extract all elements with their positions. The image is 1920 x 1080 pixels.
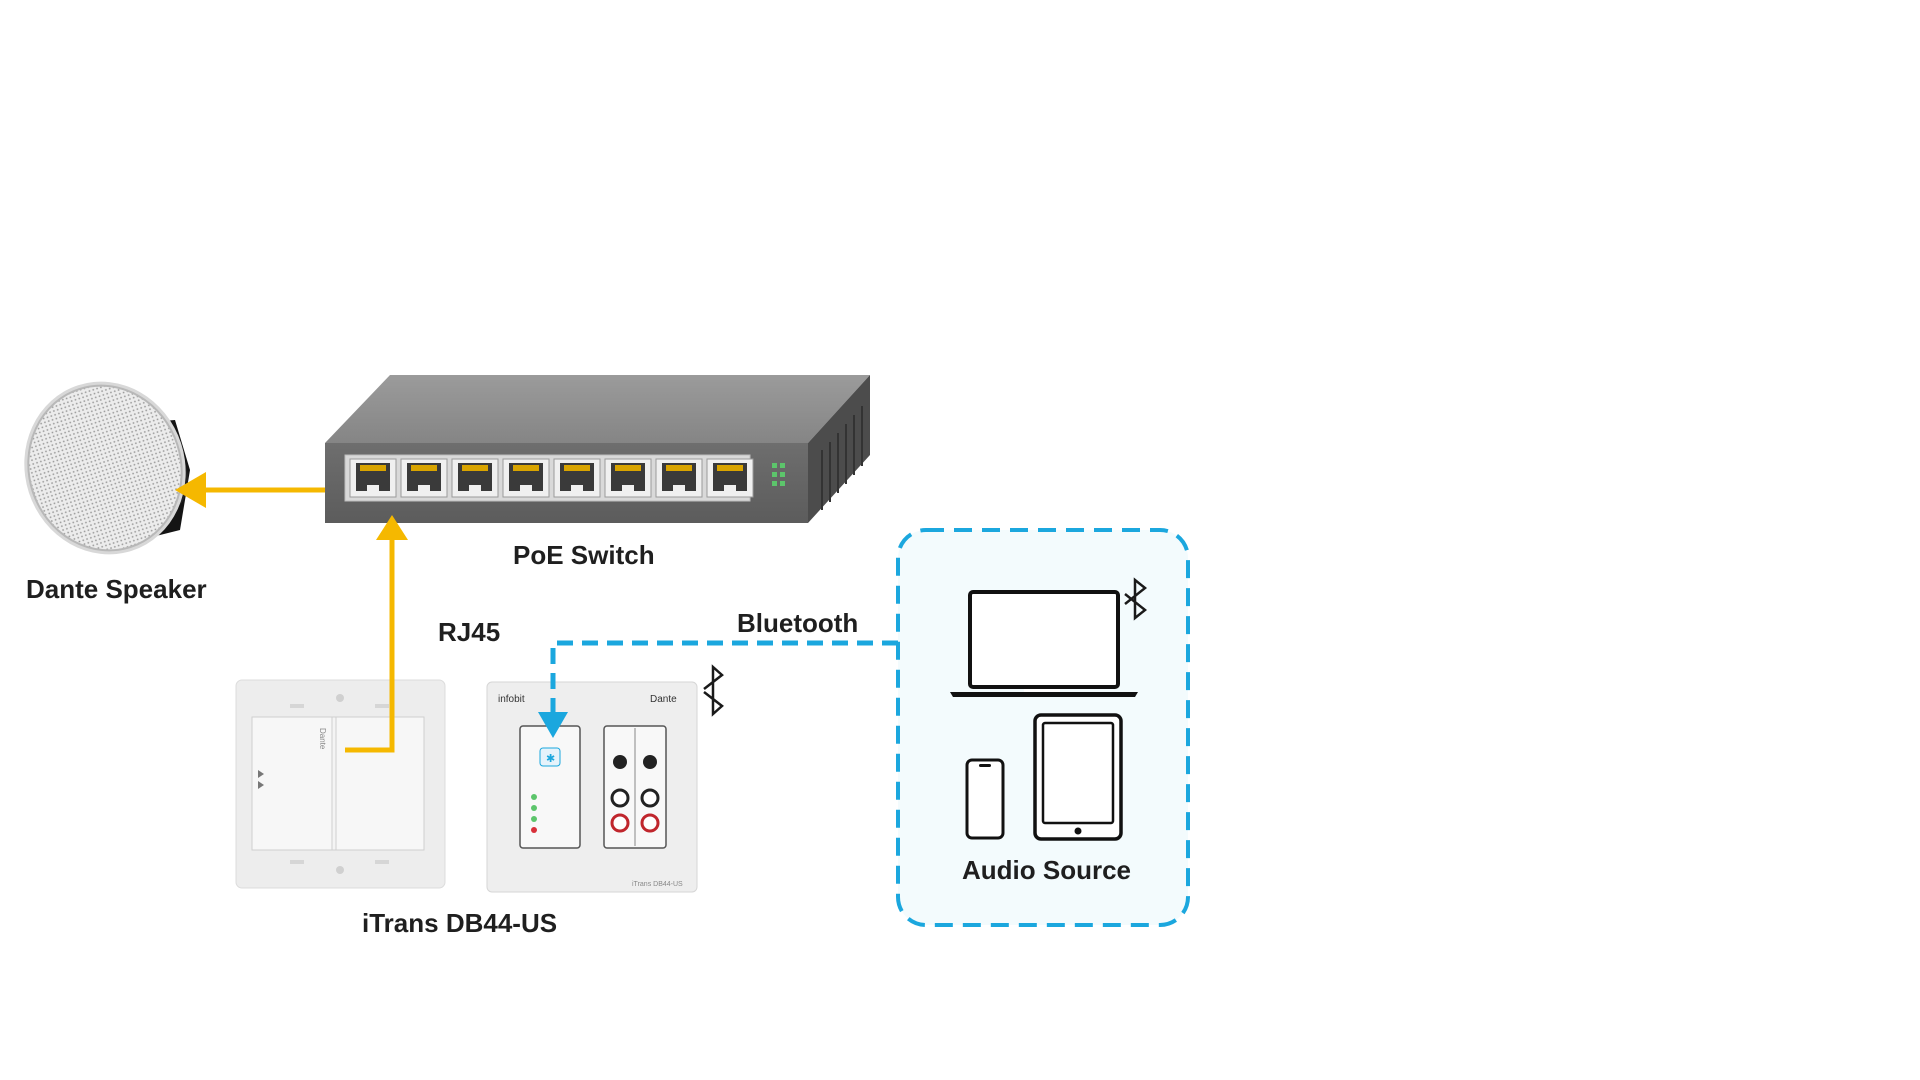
switch-port <box>400 458 448 498</box>
db44-panel-icon: infobit Dante ✱ iTrans DB44-US <box>486 681 698 893</box>
rj45-arrow-switch <box>376 515 408 540</box>
switch-port <box>604 458 652 498</box>
rj45-arrow-speaker <box>175 472 206 508</box>
bluetooth-icon <box>703 664 724 717</box>
panel-model: iTrans DB44-US <box>632 881 683 888</box>
bluetooth-arrow <box>538 712 568 738</box>
source-label: Audio Source <box>962 855 1132 885</box>
bluetooth-label: Bluetooth <box>737 608 859 638</box>
laptop-icon <box>950 590 1138 697</box>
tablet-icon <box>1033 713 1123 841</box>
switch-port <box>502 458 550 498</box>
panel-brand: infobit <box>498 694 525 705</box>
switch-port <box>349 458 397 498</box>
svg-text:✱: ✱ <box>546 753 555 765</box>
panel-dante: Dante <box>650 694 677 705</box>
bluetooth-line <box>550 640 898 720</box>
svg-text:Dante: Dante <box>318 728 327 750</box>
switch-port <box>706 458 754 498</box>
switch-port <box>553 458 601 498</box>
switch-port <box>451 458 499 498</box>
poe-switch-icon <box>325 375 870 523</box>
speaker-icon <box>24 381 190 555</box>
rj45-line <box>195 487 395 753</box>
wall-plate-icon: Dante <box>235 679 446 889</box>
switch-port <box>655 458 703 498</box>
bluetooth-icon <box>1124 577 1148 621</box>
switch-label: PoE Switch <box>513 540 655 570</box>
device-label: iTrans DB44-US <box>362 908 558 938</box>
rj45-label: RJ45 <box>438 617 501 647</box>
speaker-label: Dante Speaker <box>26 574 207 604</box>
phone-icon <box>965 758 1005 840</box>
